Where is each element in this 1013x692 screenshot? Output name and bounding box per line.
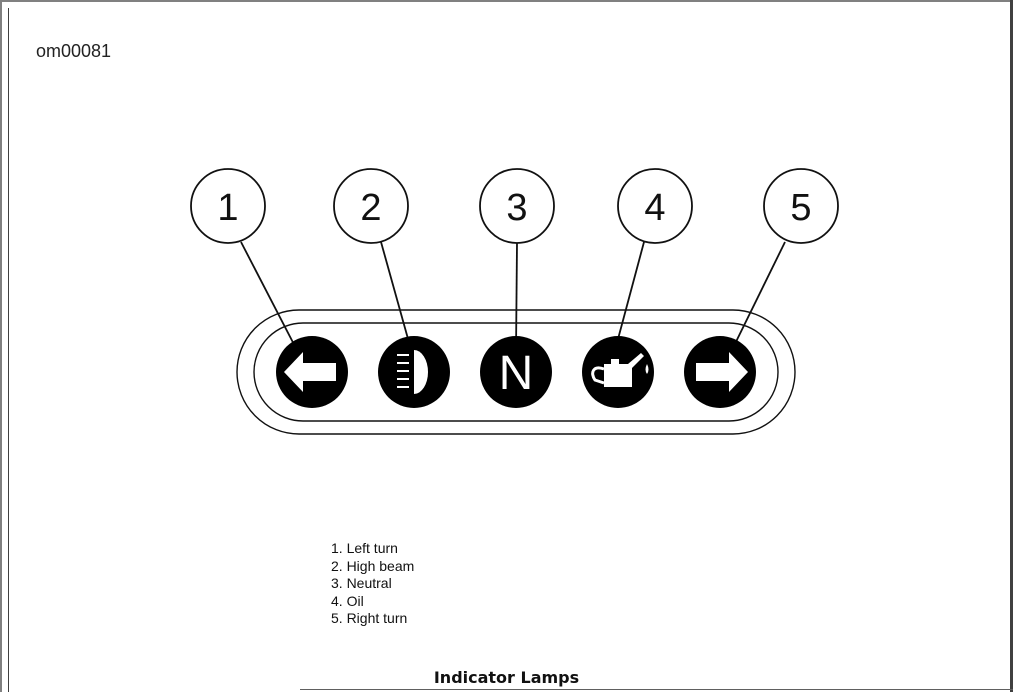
frame-left-rule xyxy=(8,8,9,692)
leader-line-4 xyxy=(613,241,645,355)
callout-5: 5 xyxy=(763,168,839,244)
leader-line-3 xyxy=(515,242,518,353)
callout-number-1: 1 xyxy=(217,187,238,229)
callout-number-3: 3 xyxy=(506,187,527,229)
arrow-left-icon xyxy=(284,352,336,392)
frame-bottom-rule xyxy=(300,689,1013,690)
right-turn-lamp xyxy=(684,336,756,408)
oil-lamp xyxy=(582,336,654,408)
neutral-lamp: N xyxy=(480,336,552,408)
legend-item-neutral: 3. Neutral xyxy=(331,575,392,591)
neutral-n-icon: N xyxy=(499,347,534,400)
leader-line-2 xyxy=(380,241,411,347)
callout-number-4: 4 xyxy=(644,187,665,229)
legend-item-high-beam: 2. High beam xyxy=(331,557,415,574)
callout-number-2: 2 xyxy=(360,187,381,229)
high-beam-lamp xyxy=(378,336,450,408)
frame-right-edge xyxy=(1010,0,1013,692)
figure-id: om00081 xyxy=(36,41,112,61)
callout-1: 1 xyxy=(190,168,266,244)
legend-item-oil: 4. Oil xyxy=(331,592,364,609)
leader-line-5 xyxy=(729,241,786,355)
callout-2: 2 xyxy=(333,168,409,244)
callout-number-5: 5 xyxy=(790,187,811,229)
leader-line-1 xyxy=(240,241,301,357)
legend-item-right-turn: 5. Right turn xyxy=(331,610,408,626)
high-beam-icon xyxy=(397,350,428,394)
oil-can-icon xyxy=(591,353,649,387)
arrow-right-icon xyxy=(696,352,748,392)
legend-item-left-turn: 1. Left turn xyxy=(331,540,398,556)
leader-lines xyxy=(240,241,786,357)
left-turn-lamp xyxy=(276,336,348,408)
callout-4: 4 xyxy=(617,168,693,244)
callout-3: 3 xyxy=(479,168,555,244)
lamp-legend: 1. Left turn 2. High beam 3. Neutral 4. … xyxy=(331,540,414,628)
figure-caption: Indicator Lamps xyxy=(433,668,580,687)
